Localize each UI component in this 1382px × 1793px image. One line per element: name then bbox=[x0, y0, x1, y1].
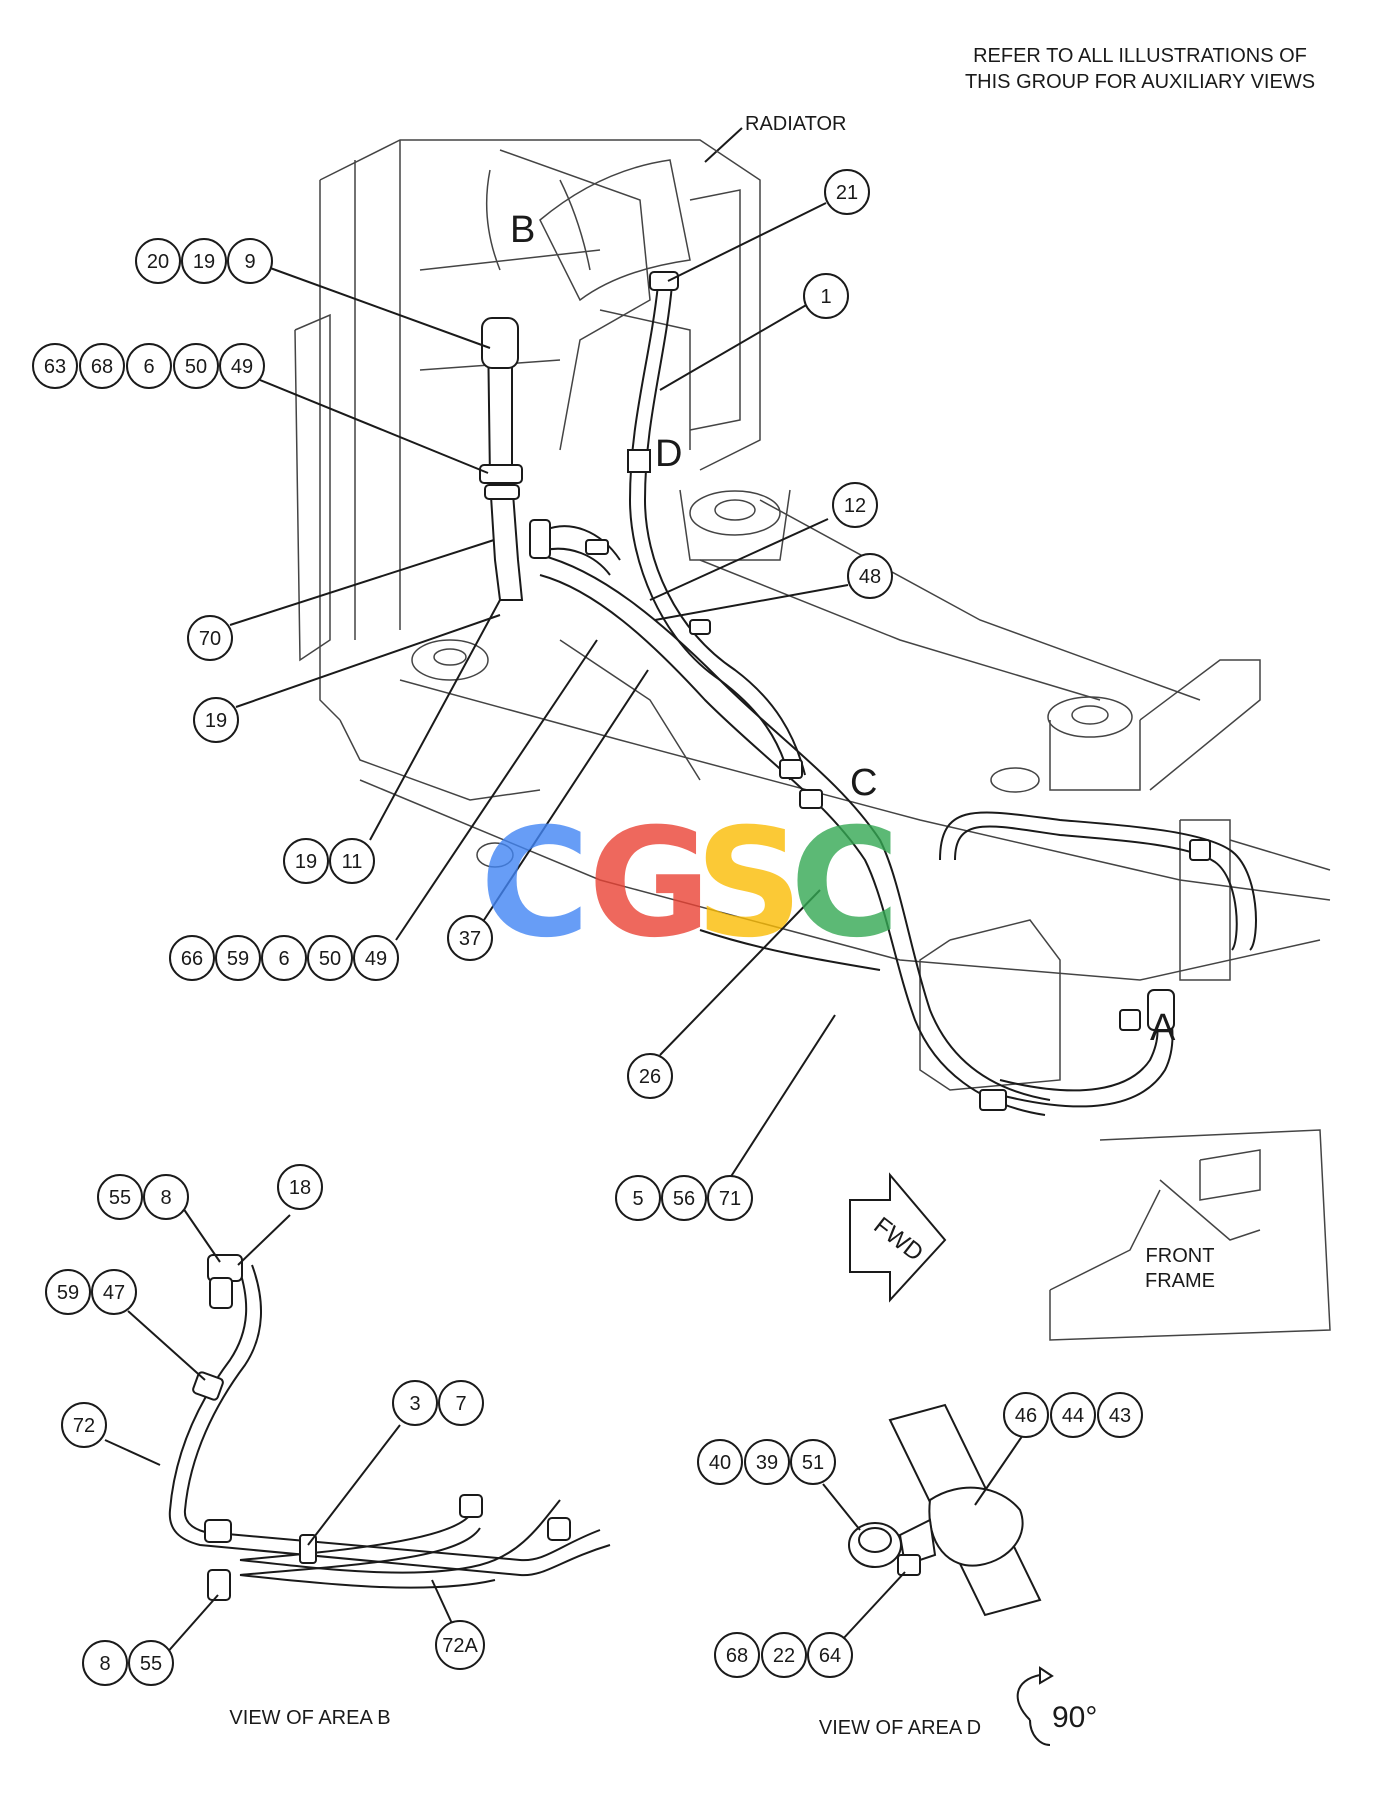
callout-26-text: 26 bbox=[639, 1066, 661, 1088]
callout-12: 12 bbox=[832, 482, 878, 528]
callout-21: 21 bbox=[824, 169, 870, 215]
callout-68: 68 bbox=[91, 356, 113, 378]
callout-40: 40 bbox=[709, 1452, 731, 1474]
callout-66: 66 bbox=[181, 948, 203, 970]
view-d-caption: VIEW OF AREA D bbox=[819, 1717, 981, 1739]
front-frame-line1: FRONT bbox=[1146, 1245, 1215, 1267]
callout-5: 5 bbox=[632, 1188, 643, 1210]
area-letter-b: B bbox=[510, 209, 535, 251]
watermark-letter: C bbox=[480, 797, 590, 971]
callout-37: 37 bbox=[447, 915, 493, 961]
callout-51: 51 bbox=[802, 1452, 824, 1474]
callout-49: 49 bbox=[231, 356, 253, 378]
view-area-d-drawing bbox=[848, 1403, 1042, 1617]
callout-59: 59 bbox=[227, 948, 249, 970]
radiator-label: RADIATOR bbox=[745, 113, 847, 135]
callout-56: 56 bbox=[673, 1188, 695, 1210]
callout-72: 72 bbox=[61, 1402, 107, 1448]
view-b-caption: VIEW OF AREA B bbox=[229, 1707, 390, 1729]
callout-group-40-39-51: 40 39 51 bbox=[697, 1439, 836, 1485]
callout-3: 3 bbox=[409, 1393, 420, 1415]
rotation-label: 90° bbox=[1052, 1701, 1097, 1734]
callout-18: 18 bbox=[277, 1164, 323, 1210]
callout-group-46-44-43: 46 44 43 bbox=[1003, 1392, 1143, 1438]
callout-group-55-8: 55 8 bbox=[97, 1174, 189, 1220]
callout-55: 55 bbox=[140, 1653, 162, 1675]
callout-19-lower-text: 19 bbox=[205, 710, 227, 732]
callout-49: 49 bbox=[365, 948, 387, 970]
callout-9: 9 bbox=[244, 251, 255, 273]
callout-48: 48 bbox=[847, 553, 893, 599]
callout-group-20-19-9: 20 19 9 bbox=[135, 238, 273, 284]
callout-70: 70 bbox=[187, 615, 233, 661]
callout-21-text: 21 bbox=[836, 182, 858, 204]
view-d-leader-lines bbox=[822, 1431, 1026, 1641]
callout-19: 19 bbox=[295, 851, 317, 873]
callout-55: 55 bbox=[109, 1187, 131, 1209]
callout-64: 64 bbox=[819, 1645, 841, 1667]
watermark-letter: S bbox=[695, 797, 803, 971]
area-letter-a: A bbox=[1150, 1007, 1176, 1049]
callout-26: 26 bbox=[627, 1053, 673, 1099]
leader-lines bbox=[229, 202, 849, 1179]
callout-47: 47 bbox=[103, 1282, 125, 1304]
watermark-letter: G bbox=[588, 797, 711, 971]
frame-structure bbox=[359, 489, 1331, 1341]
callout-48-text: 48 bbox=[859, 566, 881, 588]
callout-group-5-56-71: 5 56 71 bbox=[615, 1175, 753, 1221]
area-letter-c: C bbox=[850, 762, 877, 804]
callout-50: 50 bbox=[185, 356, 207, 378]
callout-12-text: 12 bbox=[844, 495, 866, 517]
callout-7: 7 bbox=[455, 1393, 466, 1415]
callout-group-3-7: 3 7 bbox=[392, 1380, 484, 1426]
callout-72a-text: 72A bbox=[442, 1635, 478, 1657]
refer-note-line1: REFER TO ALL ILLUSTRATIONS OF bbox=[973, 45, 1307, 67]
callout-8: 8 bbox=[160, 1187, 171, 1209]
callout-44: 44 bbox=[1062, 1405, 1084, 1427]
callout-group-68-22-64: 68 22 64 bbox=[714, 1632, 853, 1678]
callout-19-lower: 19 bbox=[193, 697, 239, 743]
coolant-hoses bbox=[479, 271, 1257, 1116]
view-area-b-drawing bbox=[168, 1254, 611, 1601]
callout-11: 11 bbox=[342, 851, 363, 873]
callout-group-59-47: 59 47 bbox=[45, 1269, 137, 1315]
front-frame-line2: FRAME bbox=[1145, 1270, 1215, 1292]
callout-71: 71 bbox=[719, 1188, 741, 1210]
callout-50: 50 bbox=[319, 948, 341, 970]
callout-68: 68 bbox=[726, 1645, 748, 1667]
callout-19: 19 bbox=[193, 251, 215, 273]
callout-39: 39 bbox=[756, 1452, 778, 1474]
callout-37-text: 37 bbox=[459, 928, 481, 950]
watermark-logo: C G S C bbox=[480, 797, 900, 971]
watermark-letter: C bbox=[790, 797, 900, 971]
callout-6: 6 bbox=[278, 948, 289, 970]
callout-72-text: 72 bbox=[73, 1415, 95, 1437]
callout-group-66-59-6-50-49: 66 59 6 50 49 bbox=[169, 935, 399, 981]
callout-63: 63 bbox=[44, 356, 66, 378]
forward-arrow: FWD bbox=[849, 1172, 947, 1303]
refer-note-line2: THIS GROUP FOR AUXILIARY VIEWS bbox=[965, 71, 1315, 93]
callout-59: 59 bbox=[57, 1282, 79, 1304]
callout-70-text: 70 bbox=[199, 628, 221, 650]
callout-22: 22 bbox=[773, 1645, 795, 1667]
callout-group-19-11: 19 11 bbox=[283, 838, 375, 884]
callout-1: 1 bbox=[803, 273, 849, 319]
callout-43: 43 bbox=[1109, 1405, 1131, 1427]
callout-group-8-55: 8 55 bbox=[82, 1640, 174, 1686]
callout-1-text: 1 bbox=[820, 286, 831, 308]
callout-8: 8 bbox=[99, 1653, 110, 1675]
callout-46: 46 bbox=[1015, 1405, 1037, 1427]
callout-group-63-68-6-50-49: 63 68 6 50 49 bbox=[32, 343, 265, 389]
callout-18-text: 18 bbox=[289, 1177, 311, 1199]
callout-20: 20 bbox=[147, 251, 169, 273]
rotation-arrow-icon bbox=[1016, 1666, 1054, 1746]
callout-6: 6 bbox=[143, 356, 154, 378]
callout-72a: 72A bbox=[435, 1620, 485, 1670]
area-letter-d: D bbox=[655, 433, 682, 475]
